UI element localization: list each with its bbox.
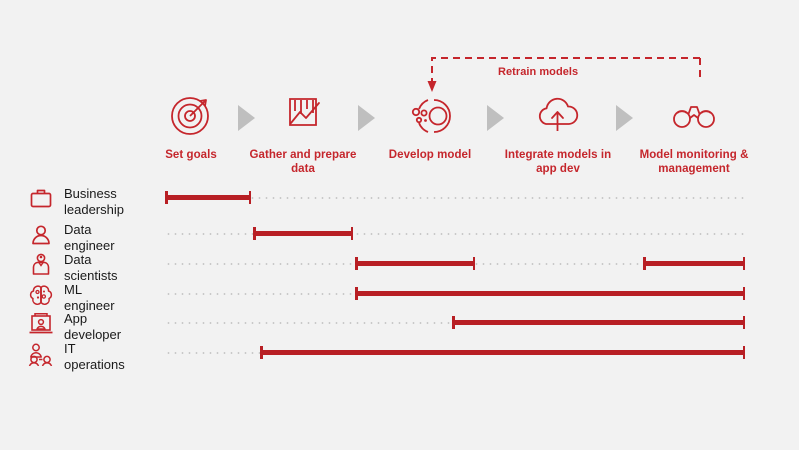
role-label: ML engineer <box>64 282 115 313</box>
stage-label: Gather and prepare data <box>249 149 357 175</box>
person-icon <box>28 222 54 248</box>
role-label: Data scientists <box>64 252 118 283</box>
timeline-bar-segment[interactable] <box>165 191 251 204</box>
stage-label: Develop model <box>388 149 472 161</box>
stage-set-goals[interactable]: Set goals <box>131 92 251 163</box>
cloud-upload-icon <box>498 92 618 138</box>
role-label: IT operations <box>64 341 125 372</box>
timeline-bar-segment[interactable] <box>355 287 745 300</box>
stage-develop-model[interactable]: Develop model <box>370 92 490 163</box>
scientist-icon <box>28 252 54 278</box>
timeline-bar-segment[interactable] <box>452 316 745 329</box>
flow-arrow-2 <box>358 105 375 131</box>
timeline-bar-segment[interactable] <box>355 257 475 270</box>
role-label: Business leadership <box>64 186 124 217</box>
stage-label: Set goals <box>165 149 217 161</box>
timeline-bar-segment[interactable] <box>253 227 353 240</box>
stage-integrate-models[interactable]: Integrate models in app dev <box>498 92 618 176</box>
timeline-track <box>165 233 745 235</box>
flow-arrow-4 <box>616 105 633 131</box>
stage-gather-data[interactable]: Gather and prepare data <box>243 92 363 176</box>
binoculars-icon <box>634 92 754 138</box>
stage-label: Integrate models in app dev <box>504 149 612 175</box>
retrain-loop-arrow <box>427 57 701 92</box>
brain-icon <box>28 282 54 308</box>
target-icon <box>131 92 251 138</box>
timeline-track <box>165 197 745 199</box>
role-label: Data engineer <box>64 222 115 253</box>
people-group-icon <box>28 341 54 367</box>
chart-frame-icon <box>243 92 363 138</box>
retrain-models-label: Retrain models <box>498 66 579 78</box>
timeline-bar-segment[interactable] <box>260 346 745 359</box>
flow-arrow-3 <box>487 105 504 131</box>
flow-arrow-1 <box>238 105 255 131</box>
stage-label: Model monitoring & management <box>639 149 749 175</box>
role-label: App developer <box>64 311 122 342</box>
model-nodes-icon <box>370 92 490 138</box>
laptop-person-icon <box>28 311 54 337</box>
timeline-bar-segment[interactable] <box>643 257 745 270</box>
briefcase-icon <box>28 186 54 212</box>
stage-model-monitoring[interactable]: Model monitoring & management <box>634 92 754 176</box>
